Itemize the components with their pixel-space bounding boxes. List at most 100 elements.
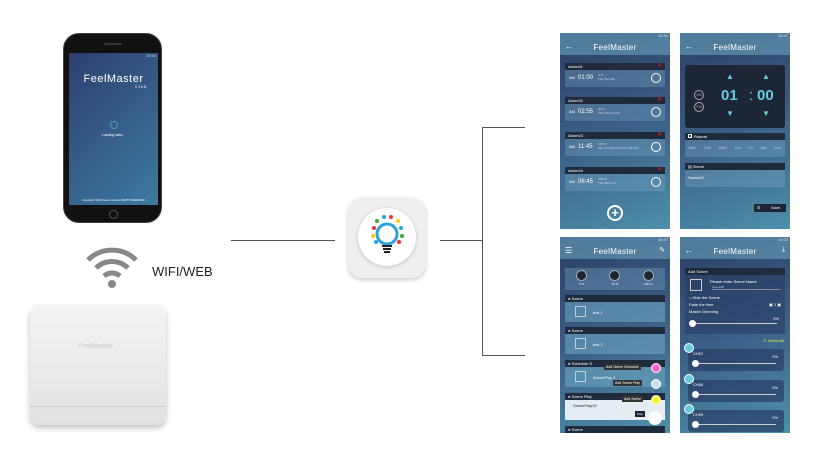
connector — [482, 127, 483, 355]
day-toggle[interactable]: Sun — [774, 145, 782, 150]
day-toggle[interactable]: Fri — [748, 145, 754, 150]
channel-slider[interactable] — [692, 421, 776, 428]
screen-title: FeelMaster — [593, 43, 637, 52]
channel-select-toggle[interactable] — [684, 374, 694, 384]
am-button[interactable]: AM — [694, 90, 704, 100]
day-toggle[interactable]: Thu — [733, 145, 741, 150]
level-label: 100 % — [644, 282, 653, 286]
delete-icon[interactable]: ✕ — [656, 167, 662, 173]
level-label: 50 % — [611, 282, 619, 286]
app-logo: FeelMaster — [83, 73, 144, 85]
screen-title: FeelMaster — [713, 247, 757, 256]
alarm-time: 06:45 — [578, 179, 594, 185]
channel-value: 0% — [772, 354, 778, 359]
select-all-label: Select All — [767, 338, 784, 343]
item-type: Scene — [571, 427, 583, 432]
day-toggle[interactable]: Sat — [760, 145, 767, 150]
item-name: ScenePlay19 — [573, 403, 597, 408]
play-button[interactable]: Play — [635, 411, 645, 417]
save-icon: ⊡ — [757, 205, 761, 210]
add-scene-button[interactable] — [651, 395, 661, 405]
channel-row: CH07 0% — [688, 349, 784, 371]
master-label: Master Dimming — [689, 309, 719, 314]
channel-slider[interactable] — [692, 391, 776, 398]
channel-slider[interactable] — [692, 360, 776, 367]
add-scene-schedule-button[interactable] — [651, 363, 661, 373]
alarm-time: 02:55 — [578, 109, 594, 115]
minute-up-icon[interactable]: ▲ — [762, 72, 770, 81]
alarm-level: 100 % — [598, 142, 607, 146]
scene-value[interactable]: Scene20 — [688, 175, 704, 180]
hide-scene-checkbox[interactable]: ○ Hide the Scene — [689, 295, 720, 300]
feelmaster-app-icon[interactable] — [348, 198, 426, 278]
delete-icon[interactable]: ✕ — [656, 63, 662, 69]
bulb-icon — [690, 279, 702, 291]
channel-select-toggle[interactable] — [684, 343, 694, 353]
alarm-level: 0 % — [598, 73, 604, 77]
minute-value: 00 — [757, 87, 774, 104]
master-value: 0% — [773, 316, 779, 321]
select-all-button[interactable]: ⊙ Select All — [763, 338, 784, 343]
scene-item[interactable]: ● Scene — [565, 426, 665, 433]
status-time: 19:47 — [657, 237, 668, 242]
connector — [440, 240, 482, 241]
scene-icon: ▤ — [688, 164, 693, 169]
scene-name-input[interactable]: Scene18 — [712, 285, 780, 290]
add-scene-screen: 19:33 ← ⤓ FeelMaster Add Scene Please en… — [680, 237, 790, 433]
ampm: AM — [569, 109, 575, 114]
level-button[interactable]: 0 % — [576, 270, 588, 290]
channel-name: CH07 — [693, 351, 704, 356]
back-arrow-icon[interactable]: ← — [565, 42, 573, 51]
day-toggle[interactable]: Mon — [688, 145, 697, 150]
menu-icon[interactable]: ☰ — [565, 246, 573, 255]
day-toggle[interactable]: Wed — [718, 145, 727, 150]
day-toggle[interactable]: Tue — [704, 145, 711, 150]
edit-icon[interactable]: ✎ — [659, 247, 665, 254]
hour-up-icon[interactable]: ▲ — [726, 72, 734, 81]
alarm-name: Alarm03 — [568, 133, 583, 138]
delete-icon[interactable]: ✕ — [656, 132, 662, 138]
channel-select-toggle[interactable] — [684, 404, 694, 414]
alarm-edit-screen: 19:47 ← FeelMaster AM PM ▲ ▲ 01 : 00 ▼ ▼… — [680, 33, 790, 229]
pm-button[interactable]: PM — [694, 102, 704, 112]
alarm-time: 01:00 — [578, 75, 594, 81]
ampm: AM — [569, 75, 575, 80]
name-prompt: Please enter Scene Name — [710, 279, 757, 284]
save-button[interactable]: ⊡Save — [754, 204, 786, 212]
minute-down-icon[interactable]: ▼ — [762, 109, 770, 118]
item-type: Schedule S — [571, 361, 592, 366]
download-icon[interactable]: ⤓ — [781, 246, 785, 253]
item-type: Scene — [571, 296, 583, 301]
add-scene-play-button[interactable] — [651, 379, 661, 389]
item-type: Scene — [571, 328, 583, 333]
channel-value: 0% — [772, 385, 778, 390]
fade-stepper[interactable]: ▣ 1 ▣ — [768, 302, 781, 307]
master-slider[interactable] — [689, 320, 777, 327]
fade-label: Fade the time — [689, 302, 714, 307]
level-button[interactable]: 100 % — [642, 270, 654, 290]
tooltip: Add Scene — [622, 396, 644, 402]
close-fab-button[interactable] — [648, 411, 662, 425]
back-arrow-icon[interactable]: ← — [685, 246, 693, 255]
version: V 2.0.8 — [134, 85, 146, 89]
delete-icon[interactable]: ✕ — [656, 97, 662, 103]
screen-title: FeelMaster — [593, 247, 637, 256]
back-arrow-icon[interactable]: ← — [685, 42, 693, 51]
repeat-checkbox[interactable] — [688, 134, 692, 138]
hour-down-icon[interactable]: ▼ — [726, 109, 734, 118]
loading-text: Loading data... — [101, 133, 126, 137]
alarm-days: Mon Thu Wed Tue Fri Sat Sun — [598, 146, 639, 150]
add-alarm-button[interactable]: + — [607, 205, 623, 221]
alarm-name: Alarm04 — [568, 168, 583, 173]
level-button[interactable]: 50 % — [609, 270, 621, 290]
tooltip: Add Scene Play — [613, 380, 642, 386]
home-button[interactable] — [109, 210, 118, 219]
